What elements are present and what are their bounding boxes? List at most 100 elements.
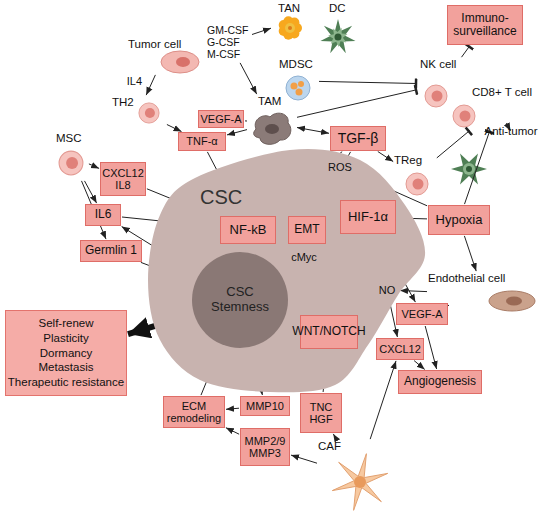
cell-icon xyxy=(452,104,476,128)
cell-node: MDSC xyxy=(278,58,318,104)
node-text: Anti-tumor xyxy=(484,125,537,138)
molecule-label: NO xyxy=(375,283,399,297)
node-text: Dormancy xyxy=(40,346,92,361)
csc-region: CSC ROS NF-kB EMT HIF-1α cMycCSC StemnessWNT/… xyxy=(145,148,435,398)
cell-icon xyxy=(424,84,448,108)
molecule-label: GM-CSF G-CSF M-CSF xyxy=(207,22,251,62)
arrow-connector xyxy=(414,361,425,370)
arrow-connector xyxy=(333,434,336,439)
node-text: MMP2/9 MMP3 xyxy=(242,435,288,459)
node-text: Immuno-surveillance xyxy=(449,12,521,38)
factor-box: Germlin 1 xyxy=(80,240,142,262)
cell-node: MSC xyxy=(54,132,88,180)
node-text: TH2 xyxy=(112,96,134,108)
arrow-connector xyxy=(240,63,257,94)
node-text: CXCL12 xyxy=(379,343,421,355)
arrow-connector xyxy=(464,236,476,271)
node-text: ROS xyxy=(328,161,352,174)
molecule-label: ROS xyxy=(325,160,355,174)
cell-node: DC xyxy=(318,2,358,60)
node-text: Self-renew xyxy=(39,316,94,331)
factor-box: TNC HGF xyxy=(300,393,342,433)
node-text: Endothelial cell xyxy=(428,272,505,284)
cell-icon xyxy=(250,109,294,149)
arrow-connector xyxy=(226,428,239,435)
arrow-connector xyxy=(425,326,436,369)
node-text: VEGF-A xyxy=(201,113,242,125)
arrow-connector xyxy=(462,46,470,57)
node-text: IL6 xyxy=(95,208,112,221)
factor-box: VEGF-A xyxy=(198,110,244,128)
node-text: ECM remodeling xyxy=(165,400,223,424)
csc-outline xyxy=(145,148,435,398)
molecule-label: cMyc xyxy=(286,250,322,264)
cell-node: TAN xyxy=(272,2,308,42)
cell-icon xyxy=(285,75,311,101)
node-text: CSC Stemness xyxy=(206,285,274,315)
cell-node: NK cell xyxy=(418,58,466,110)
cell-icon xyxy=(488,290,536,312)
factor-box: CXCL12 xyxy=(376,338,424,360)
arrow-connector xyxy=(319,81,417,83)
cell-node: CD8+ T cell xyxy=(450,84,546,130)
cell-icon xyxy=(319,18,357,56)
node-text: WNT/NOTCH xyxy=(292,325,365,338)
cell-icon xyxy=(138,102,160,124)
arrow-connector xyxy=(400,291,427,292)
factor-box: MMP10 xyxy=(240,396,290,416)
node-text: Metastasis xyxy=(39,360,94,375)
node-text: TReg xyxy=(394,154,422,166)
cell-node: TAM xyxy=(248,95,296,151)
arrow-connector xyxy=(245,120,247,121)
cell-icon xyxy=(160,50,200,74)
factor-box: EMT xyxy=(288,216,326,244)
arrow-connector xyxy=(167,125,182,132)
node-text: MSC xyxy=(56,132,82,144)
dendritic-cell-icon xyxy=(450,150,488,188)
factor-box: MMP2/9 MMP3 xyxy=(240,428,290,466)
factor-box: WNT/NOTCH xyxy=(300,315,358,349)
node-text: Hypoxia xyxy=(436,213,483,227)
arrow-connector xyxy=(85,181,97,203)
edge-label: IL4 xyxy=(127,75,142,87)
arrow-connector xyxy=(252,28,271,34)
factor-box: NF-kB xyxy=(220,216,276,244)
factor-box: HIF-1α xyxy=(340,200,396,234)
node-text: MDSC xyxy=(279,58,313,70)
node-text: TAM xyxy=(258,95,281,107)
cell-node: Tumor cell xyxy=(126,38,202,74)
molecule-label: Anti-tumor xyxy=(476,124,546,140)
node-text: Tumor cell xyxy=(128,38,181,50)
node-text: CSC xyxy=(200,186,242,209)
factor-box: ECM remodeling xyxy=(163,396,225,428)
outcome-box: Self-renewPlasticityDormancyMetastasisTh… xyxy=(5,310,127,396)
factor-box: TGF-β xyxy=(330,126,386,151)
node-text: DC xyxy=(329,2,346,14)
cell-icon xyxy=(405,172,429,196)
factor-box: CXCL12 IL8 xyxy=(100,162,146,196)
cell-icon xyxy=(330,452,390,512)
cell-icon xyxy=(277,15,303,41)
node-text: NO xyxy=(379,284,396,297)
node-text: GM-CSF G-CSF M-CSF xyxy=(207,24,251,60)
node-text: TAN xyxy=(278,2,300,14)
arrow-connector xyxy=(437,131,470,158)
arrow-connector xyxy=(146,75,155,95)
factor-box: IL6 xyxy=(85,204,121,226)
node-text: cMyc xyxy=(291,251,317,264)
arrow-connector xyxy=(227,130,247,135)
node-text: VEGF-A xyxy=(402,308,443,320)
node-text: TNC HGF xyxy=(302,401,340,425)
arrow-connector xyxy=(378,152,393,162)
cell-node: TH2 xyxy=(112,96,166,126)
node-text: Angiogenesis xyxy=(404,375,476,388)
arrow-connector xyxy=(291,455,317,463)
node-text: CAF xyxy=(318,440,341,452)
arrow-connector xyxy=(370,361,396,439)
node-text: HIF-1α xyxy=(348,210,388,224)
arrow-connector xyxy=(297,90,417,118)
node-text: TNF-α xyxy=(186,135,217,147)
node-text: CD8+ T cell xyxy=(472,86,532,98)
node-text: Germlin 1 xyxy=(85,244,137,257)
